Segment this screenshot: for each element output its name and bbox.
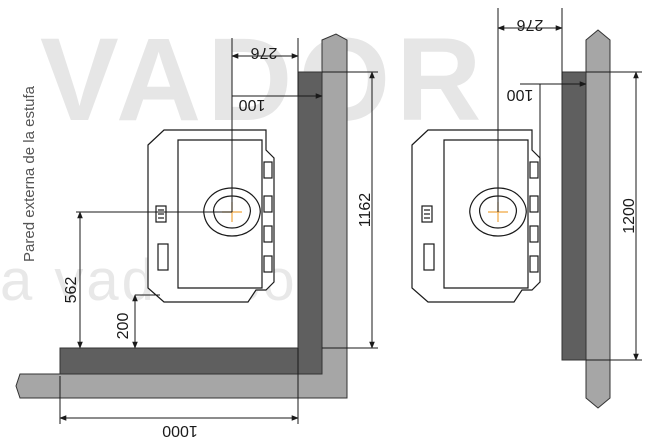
left-dim-276: 276 (251, 44, 278, 61)
left-dim-200: 200 (115, 313, 132, 340)
right-dim-1200: 1200 (621, 198, 638, 234)
right-dimensions (497, 8, 642, 361)
left-dim-1000: 1000 (162, 422, 198, 439)
right-wall-outer (585, 29, 611, 409)
left-stove (147, 129, 275, 303)
left-dim-100: 100 (239, 96, 266, 113)
watermark-brand: VADOR (40, 14, 487, 146)
right-dim-100: 100 (507, 86, 534, 103)
left-dim-1162: 1162 (357, 193, 374, 228)
right-wall-inner (561, 71, 587, 361)
right-dim-276: 276 (517, 16, 544, 33)
left-dim-562: 562 (63, 277, 80, 304)
left-dimensions (59, 38, 378, 424)
right-wall-assembly (561, 29, 611, 409)
right-stove (411, 129, 541, 303)
wall-caption: Pared externa de la estufa (21, 85, 38, 262)
